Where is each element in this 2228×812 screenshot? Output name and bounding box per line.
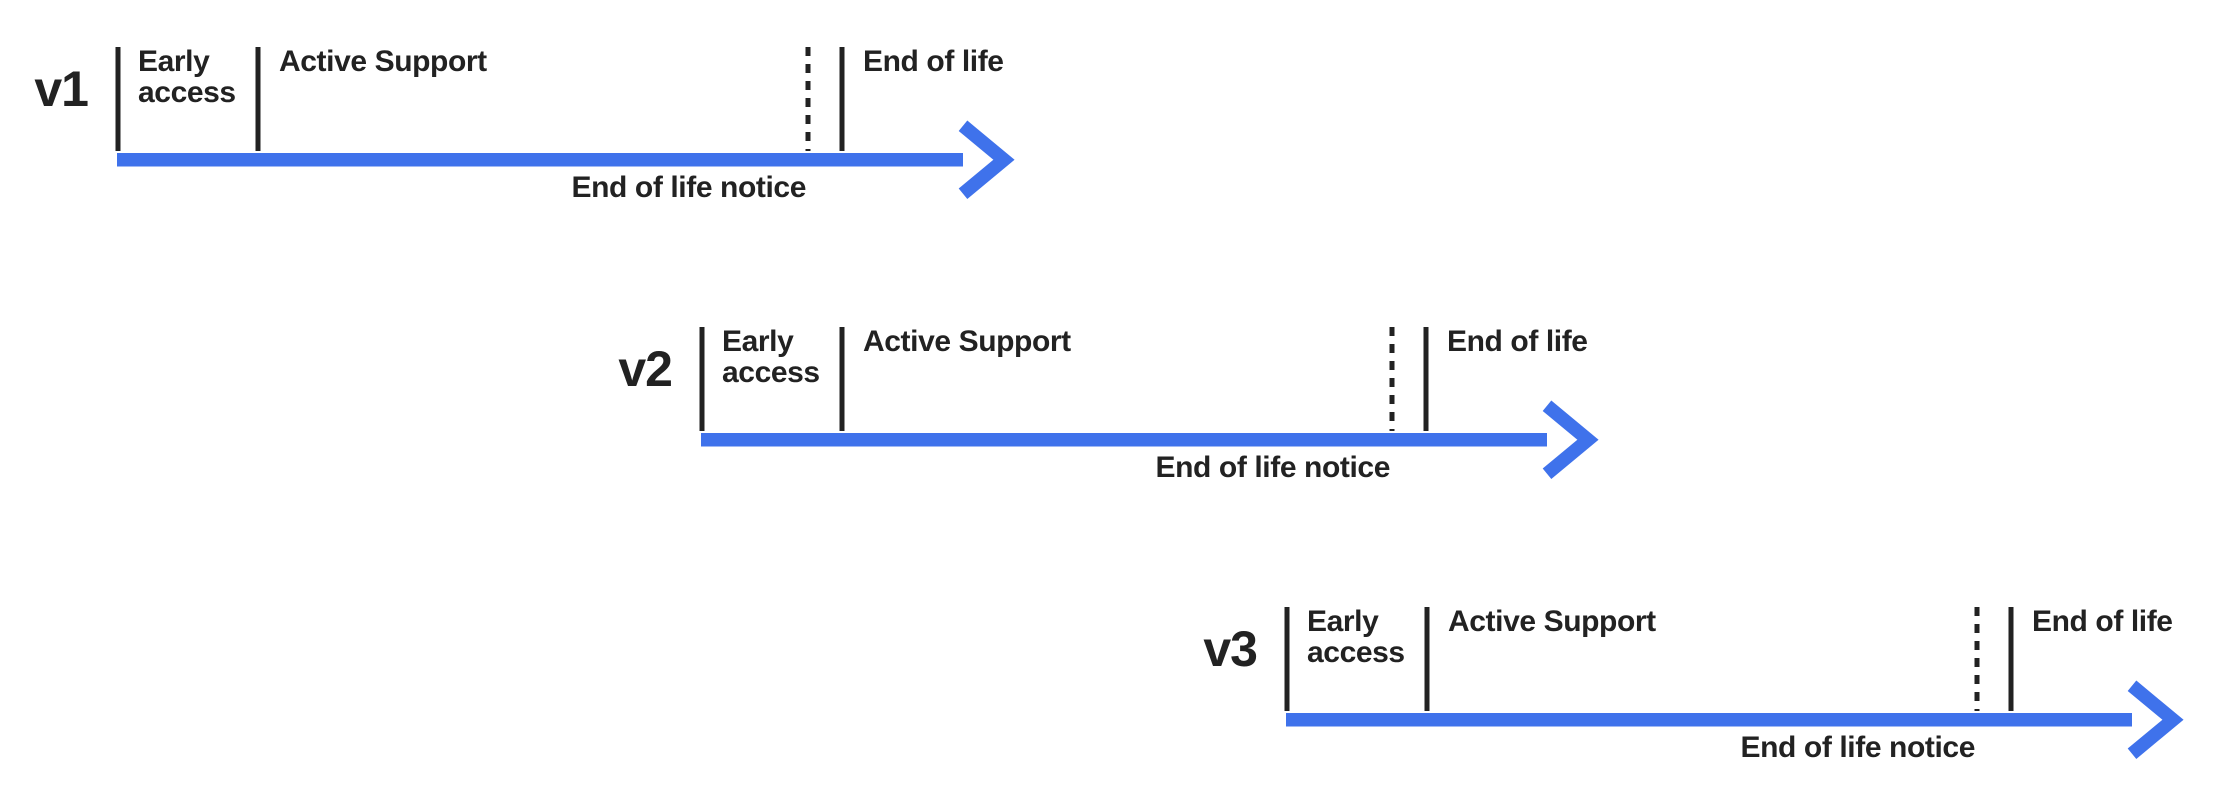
timeline-arrowhead-icon xyxy=(1542,400,1599,479)
timeline-graphic-v2 xyxy=(699,327,1599,479)
early-access-label: Early access xyxy=(722,325,820,389)
timeline-graphic-v1 xyxy=(115,47,1015,199)
end-of-life-notice-label: End of life notice xyxy=(1740,731,1976,764)
timeline-row-v2: v2 Early access Active Support End of li… xyxy=(502,317,1622,517)
early-access-label: Early access xyxy=(1307,605,1405,669)
end-of-life-label: End of life xyxy=(863,45,1004,78)
end-of-life-notice-label: End of life notice xyxy=(571,171,807,204)
end-of-life-notice-label: End of life notice xyxy=(1155,451,1391,484)
active-support-label: Active Support xyxy=(279,45,487,78)
version-label-v2: v2 xyxy=(618,341,673,397)
timeline-row-v3: v3 Early access Active Support End of li… xyxy=(1087,597,2207,797)
timeline-graphic-v3 xyxy=(1284,607,2184,759)
timeline-arrowhead-icon xyxy=(2127,680,2184,759)
timeline-arrowhead-icon xyxy=(958,120,1015,199)
end-of-life-label: End of life xyxy=(1447,325,1588,358)
early-access-label: Early access xyxy=(138,45,236,109)
version-label-v1: v1 xyxy=(34,61,89,117)
end-of-life-label: End of life xyxy=(2032,605,2173,638)
version-label-v3: v3 xyxy=(1203,621,1258,677)
active-support-label: Active Support xyxy=(863,325,1071,358)
timeline-row-v1: v1 Early access Active Support End of li… xyxy=(0,37,1038,237)
active-support-label: Active Support xyxy=(1448,605,1656,638)
